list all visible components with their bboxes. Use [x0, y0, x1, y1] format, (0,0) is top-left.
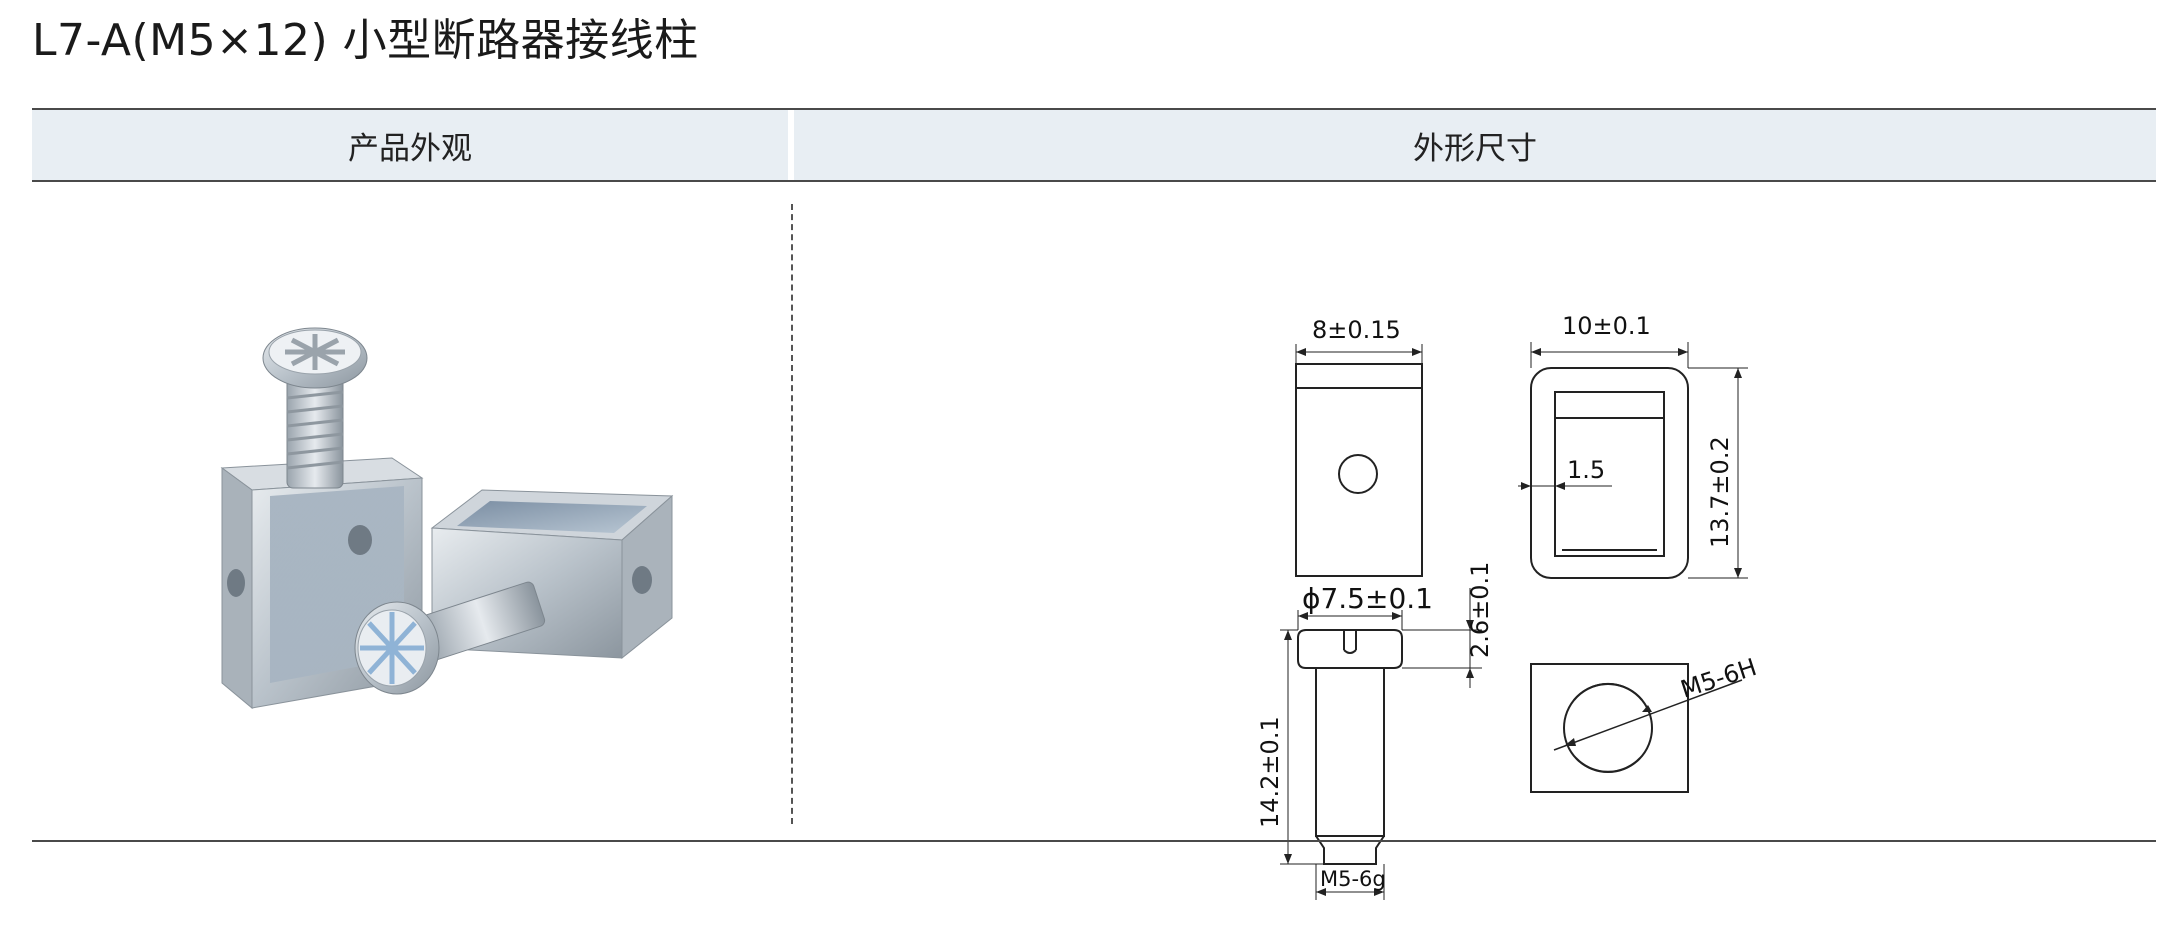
header-divider: [788, 110, 794, 180]
page-title: L7-A(M5×12) 小型断路器接线柱: [32, 15, 699, 66]
label-wall: 1.5: [1567, 456, 1605, 484]
header-product-appearance: 产品外观: [348, 130, 472, 167]
label-screw-thread: M5-6g: [1320, 867, 1386, 891]
clamp-side-view: [1518, 342, 1748, 579]
product-photo: [220, 327, 674, 710]
terminal-block-left: [220, 457, 424, 710]
header-dimensions: 外形尺寸: [1413, 130, 1537, 167]
label-side-height: 13.7±0.2: [1706, 436, 1734, 548]
table-bottom-rule: [32, 840, 2156, 842]
label-screw-length: 14.2±0.1: [1256, 716, 1284, 828]
table-header-row: 产品外观 外形尺寸: [32, 108, 2156, 182]
screw-right: [354, 581, 546, 695]
nut-top-view: [1530, 663, 1743, 793]
label-top-width: 8±0.15: [1312, 316, 1401, 344]
dimension-drawing: 8±0.15 10±0.1 13.7±0.2 1.5 ϕ7.5±0.1 2.6±…: [1256, 312, 1760, 900]
label-nut-thread: M5-6H: [1677, 653, 1760, 704]
label-side-width: 10±0.1: [1562, 312, 1651, 340]
label-head-height: 2.6±0.1: [1466, 562, 1494, 658]
clamp-front-view: [1295, 344, 1423, 577]
label-head-diameter: ϕ7.5±0.1: [1302, 582, 1433, 615]
spec-table: 产品外观 外形尺寸: [32, 108, 2156, 900]
screw-side-view: [1280, 588, 1482, 900]
column-divider: [791, 204, 793, 824]
screw-left: [262, 327, 368, 489]
